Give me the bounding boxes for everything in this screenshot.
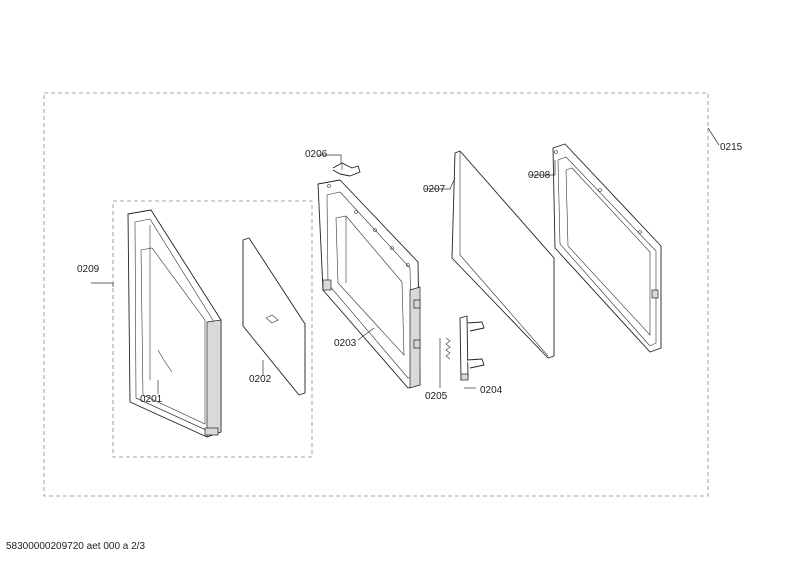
- part-0202-inner-panel: [242, 237, 306, 396]
- label-0204: 0204: [480, 385, 503, 396]
- label-0209: 0209: [77, 264, 100, 275]
- document-footer: 58300000209720 aet 000 a 2/3: [6, 541, 146, 552]
- part-0207-glass: [451, 150, 555, 359]
- part-0205-spring: [445, 337, 451, 360]
- label-0207: 0207: [423, 184, 446, 195]
- part-0208-outer-frame: [552, 143, 662, 353]
- part-0201-door-cover: [127, 209, 222, 438]
- part-0204-hinge: [459, 315, 485, 381]
- label-0205: 0205: [425, 391, 448, 402]
- label-0201: 0201: [140, 394, 163, 405]
- door-group-border: [112, 200, 313, 458]
- label-0206: 0206: [305, 149, 328, 160]
- assembly-border: [43, 92, 709, 497]
- label-0203: 0203: [334, 338, 357, 349]
- part-0206-clip: [332, 162, 361, 177]
- label-0215: 0215: [720, 142, 743, 153]
- label-0202: 0202: [249, 374, 272, 385]
- label-0208: 0208: [528, 170, 551, 181]
- part-0203-inner-frame: [317, 179, 421, 389]
- leader-lines: [91, 127, 720, 394]
